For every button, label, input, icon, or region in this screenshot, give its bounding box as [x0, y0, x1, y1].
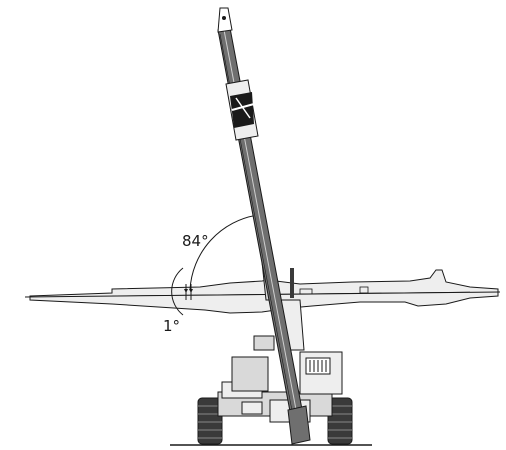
angle-markers [171, 214, 259, 316]
angle-label-84: 84° [182, 232, 209, 250]
rotation-unit [225, 79, 259, 141]
horizontal-boom [24, 269, 501, 314]
angle-label-1: 1° [163, 317, 180, 335]
